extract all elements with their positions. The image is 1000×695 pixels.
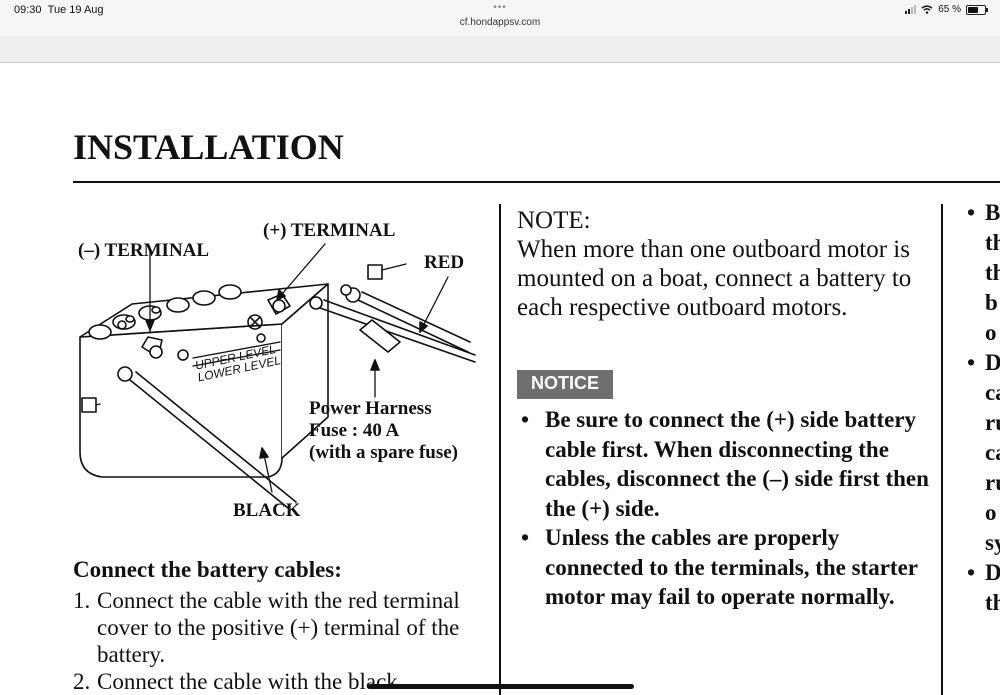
minus-terminal-label: (–) TERMINAL: [78, 240, 210, 261]
cropped-text: b: [985, 290, 998, 315]
battery-illustration: [79, 243, 476, 509]
red-cable-label: RED: [424, 252, 465, 273]
cropped-text: o: [985, 500, 997, 525]
wifi-icon: [921, 5, 933, 14]
status-time: 09:30 Tue 19 Aug: [14, 4, 104, 16]
cropped-text: ca: [985, 440, 1000, 465]
fuse-label: Power Harness Fuse : 40 A (with a spare …: [309, 398, 458, 464]
column-divider-2: [941, 204, 943, 695]
notice-item: • Unless the cables are properly connect…: [517, 523, 932, 612]
step-text: Connect the cable with the black: [97, 669, 398, 694]
instruction-step: 2. Connect the cable with the black: [73, 668, 503, 695]
clock-time: 09:30: [14, 4, 42, 16]
step-number: 2.: [73, 669, 91, 694]
battery-diagram: (–) TERMINAL (+) TERMINAL RED BLACK UPPE…: [70, 212, 490, 532]
fuse-label-line: Fuse : 40 A: [309, 420, 400, 441]
step-number: 1.: [73, 588, 91, 613]
status-indicators: 65 %: [905, 4, 988, 15]
cropped-text: sy: [985, 530, 1000, 555]
page-title: INSTALLATION: [73, 127, 344, 167]
cropped-text: D: [985, 350, 1000, 375]
note-text: When more than one outboard motor is mou…: [517, 236, 912, 321]
fuse-label-line: (with a spare fuse): [309, 442, 459, 463]
browser-toolbar: [0, 36, 1000, 63]
status-bar: 09:30 Tue 19 Aug ••• cf.hondappsv.com 65…: [0, 0, 1000, 36]
cropped-text: ru: [985, 410, 1000, 435]
cropped-text: ca: [985, 380, 1000, 405]
bullet-icon: •: [521, 407, 530, 432]
title-rule: [73, 181, 1000, 183]
notice-item: • Be sure to connect the (+) side batter…: [517, 405, 932, 523]
cropped-text: th: [985, 260, 1000, 285]
home-indicator[interactable]: [368, 684, 634, 689]
cropped-text: o: [985, 320, 997, 345]
address-url[interactable]: cf.hondappsv.com: [459, 17, 541, 28]
cropped-text: ru: [985, 470, 1000, 495]
notice-text: Be sure to connect the (+) side battery …: [545, 407, 929, 521]
bullet-icon: •: [967, 560, 976, 585]
battery-fill: [968, 6, 978, 13]
cropped-text: th: [985, 230, 1000, 255]
bullet-icon: •: [967, 200, 976, 225]
notice-list: • Be sure to connect the (+) side batter…: [517, 405, 932, 612]
step-text: Connect the cable with the red terminal …: [97, 588, 460, 667]
notice-badge: NOTICE: [517, 370, 614, 399]
clock-date: Tue 19 Aug: [47, 4, 104, 16]
note-block: NOTE: When more than one outboard motor …: [517, 206, 932, 322]
instruction-step: 1. Connect the cable with the red termin…: [73, 587, 503, 668]
cropped-text: B: [985, 200, 1000, 225]
tab-overflow-dots[interactable]: •••: [493, 2, 507, 13]
black-cable-label: BLACK: [233, 500, 301, 521]
bullet-icon: •: [521, 525, 530, 550]
plus-terminal-label: (+) TERMINAL: [263, 220, 396, 241]
bullet-icon: •: [967, 350, 976, 375]
battery-percent: 65 %: [938, 4, 961, 15]
cropped-text: th: [985, 590, 1000, 615]
instruction-steps: 1. Connect the cable with the red termin…: [73, 587, 503, 695]
note-label: NOTE:: [517, 207, 591, 234]
cellular-signal-icon: [905, 5, 917, 14]
right-column-cropped: • • • B th th b o D ca ru ca ru o sy D t…: [963, 198, 1000, 618]
column-divider-1: [499, 204, 501, 695]
instructions-heading: Connect the battery cables:: [73, 557, 342, 582]
battery-icon: [966, 4, 988, 15]
cropped-text: D: [985, 560, 1000, 585]
notice-text: Unless the cables are properly connected…: [545, 525, 918, 609]
fuse-label-line: Power Harness: [309, 398, 432, 419]
